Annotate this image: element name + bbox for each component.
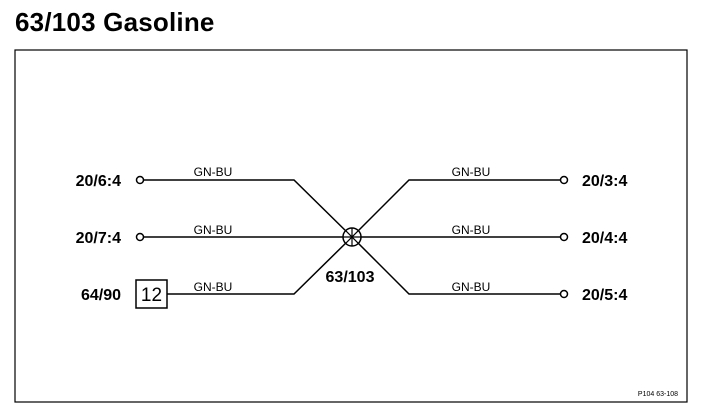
wire-right-top xyxy=(351,179,560,238)
connector-pin-box xyxy=(135,279,168,309)
terminal-circle-right-middle xyxy=(559,232,569,242)
terminal-circle-right-bottom xyxy=(559,289,569,299)
wire-color-left-middle: GN-BU xyxy=(194,223,233,237)
terminal-circle-left-middle xyxy=(135,232,145,242)
terminal-label-left-bottom: 64/90 xyxy=(81,287,121,304)
wire-right-bottom xyxy=(351,236,560,295)
terminal-label-left-middle: 20/7:4 xyxy=(76,230,121,247)
footer-reference-code: P104 63-108 xyxy=(638,391,678,398)
terminal-label-right-top: 20/3:4 xyxy=(582,173,627,190)
wire-color-right-bottom: GN-BU xyxy=(452,280,491,294)
wire-color-left-bottom: GN-BU xyxy=(194,280,233,294)
terminal-circle-right-top xyxy=(559,175,569,185)
splice-label: 63/103 xyxy=(326,269,375,286)
wire-color-right-middle: GN-BU xyxy=(452,223,491,237)
wire-left-top xyxy=(144,179,353,238)
terminal-label-left-top: 20/6:4 xyxy=(76,173,121,190)
splice-point-icon xyxy=(342,227,362,247)
wire-color-left-top: GN-BU xyxy=(194,165,233,179)
wire-color-right-top: GN-BU xyxy=(452,165,491,179)
diagram-frame xyxy=(14,49,688,403)
wire-left-bottom xyxy=(167,236,353,295)
terminal-circle-left-top xyxy=(135,175,145,185)
terminal-label-right-bottom: 20/5:4 xyxy=(582,287,627,304)
page-title: 63/103 Gasoline xyxy=(15,7,215,37)
terminal-label-right-middle: 20/4:4 xyxy=(582,230,627,247)
connector-pin-number: 12 xyxy=(141,285,162,306)
